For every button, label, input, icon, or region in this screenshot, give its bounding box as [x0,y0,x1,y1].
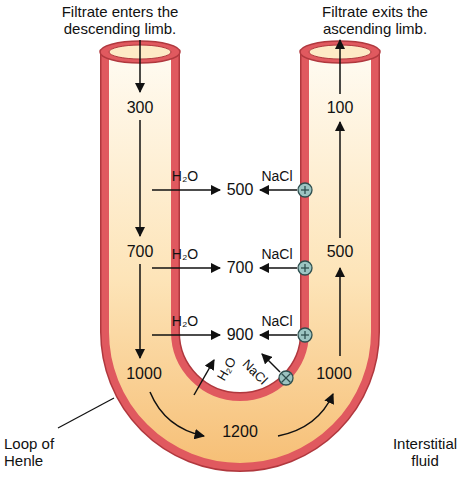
diagram-part [304,186,305,194]
osmolarity-value: 500 [327,243,354,261]
tube-wall [140,52,340,432]
diagram-part [152,334,220,336]
diagram-part [282,374,291,383]
diagram-part [260,267,297,269]
salt-label: NaCl [261,313,292,329]
osmolarity-value: 900 [227,326,254,344]
osmolarity-value: 100 [327,99,354,117]
diagram-part [150,392,204,436]
diagram-part [298,183,312,197]
osmolarity-value: 1200 [222,423,258,441]
diagram-part [298,328,312,342]
region-label: Interstitial fluid [383,435,467,470]
diagram-part [298,261,312,275]
pump-symbols [279,183,312,385]
osmolarity-value: 700 [127,243,154,261]
osmolarity-value: 500 [227,181,254,199]
water-label: H₂O [214,355,239,384]
diagram-part [139,264,141,358]
diagram-part [304,264,305,272]
water-label: H₂O [172,313,198,329]
osmolarity-value: 1000 [126,365,162,383]
tube-lumen [140,52,340,432]
diagram-part [194,360,214,395]
salt-arrows [260,190,297,372]
diagram-part [139,120,141,236]
flow-arrows [140,40,340,436]
leader-line [58,398,114,428]
diagram-part [278,394,333,436]
water-arrows [152,190,220,395]
structure-label: Loop of Henle [4,435,76,470]
diagram-part [339,122,341,238]
diagram-part [339,268,341,356]
osmolarity-value: 700 [227,259,254,277]
osmolarity-value: 1000 [316,365,352,383]
salt-label: NaCl [238,356,269,387]
salt-label: NaCl [261,168,292,184]
diagram-part [260,189,297,191]
salt-label: NaCl [261,246,292,262]
water-label: H₂O [172,168,198,184]
diagram-part [152,189,220,191]
osmolarity-value: 300 [127,99,154,117]
diagram-part [152,267,220,269]
water-label: H₂O [172,246,198,262]
diagram-part [279,371,293,385]
diagram-part [339,40,341,94]
diagram-part [282,374,291,383]
diagram-part [260,334,297,336]
caption-note: Filtrate enters the descending limb. [38,3,203,38]
diagram-part [304,331,305,339]
diagram-part [262,354,280,372]
diagram-part [139,40,141,92]
caption-note: Filtrate exits the ascending limb. [295,3,455,38]
tube-outline [140,52,340,432]
